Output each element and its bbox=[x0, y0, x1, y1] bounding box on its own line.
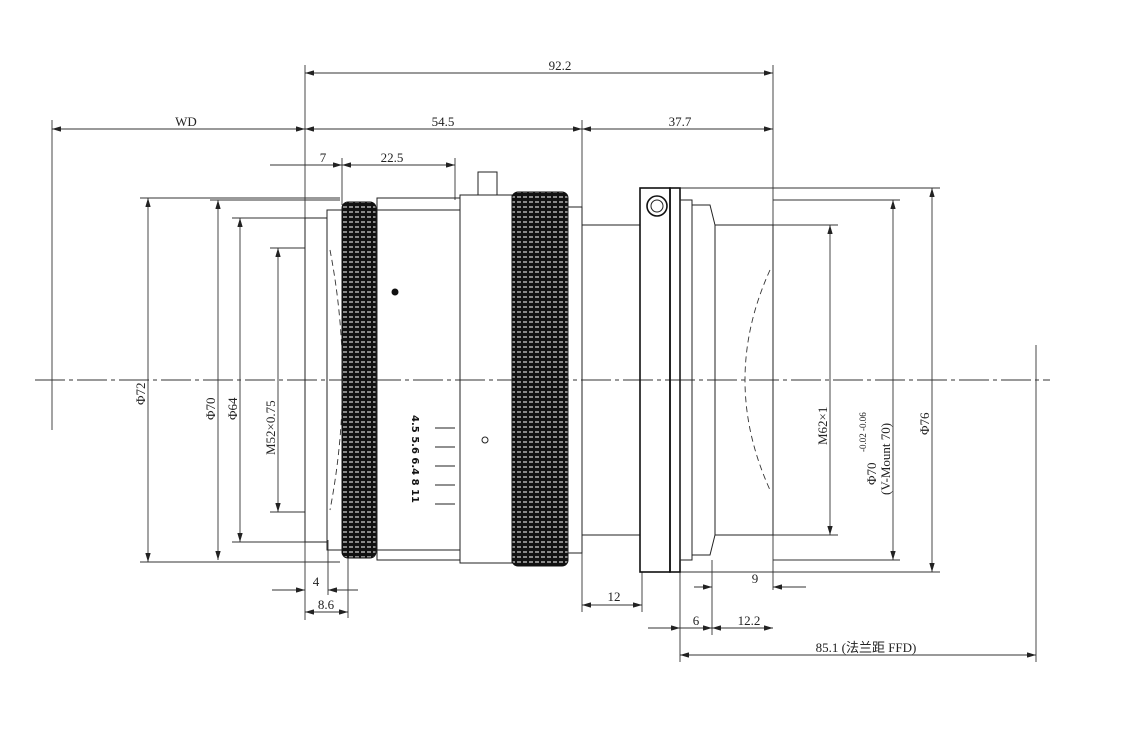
label-front-ring: 7 bbox=[320, 150, 327, 165]
label-rear-length: 37.7 bbox=[669, 114, 692, 129]
label-mount-name: (V-Mount 70) bbox=[878, 423, 893, 495]
label-total-length: 92.2 bbox=[549, 58, 572, 73]
label-dia-76: Φ76 bbox=[917, 412, 932, 435]
label-dia-72: Φ72 bbox=[133, 382, 148, 405]
label-dim-8-6: 8.6 bbox=[318, 597, 335, 612]
label-wd: WD bbox=[175, 114, 197, 129]
label-dim-4: 4 bbox=[313, 574, 320, 589]
focus-ring bbox=[341, 201, 377, 559]
aperture-ring bbox=[511, 191, 569, 567]
label-mount-tolerance: -0.02 -0.06 bbox=[858, 412, 868, 452]
aperture-scale: 4.5 5.6 6.4 8 11 bbox=[409, 415, 420, 503]
label-mount-dia: Φ70 bbox=[864, 462, 879, 485]
label-filter-thread: M52×0.75 bbox=[263, 400, 278, 455]
lens-body bbox=[304, 171, 774, 573]
label-dim-12: 12 bbox=[608, 589, 621, 604]
dimension-lines bbox=[52, 70, 1036, 658]
label-dim-9: 9 bbox=[752, 571, 759, 586]
label-focus-section: 22.5 bbox=[381, 150, 404, 165]
label-front-length: 54.5 bbox=[432, 114, 455, 129]
dimension-labels: 92.2 WD 54.5 37.7 7 22.5 Φ72 Φ70 Φ64 M52… bbox=[133, 58, 932, 655]
label-dim-6: 6 bbox=[693, 613, 700, 628]
label-ffd: 85.1 (法兰距 FFD) bbox=[816, 640, 917, 655]
label-dia-64: Φ64 bbox=[225, 397, 240, 420]
label-dim-12-2: 12.2 bbox=[738, 613, 761, 628]
label-dia-70-front: Φ70 bbox=[203, 397, 218, 420]
label-rear-thread: M62×1 bbox=[815, 407, 830, 445]
